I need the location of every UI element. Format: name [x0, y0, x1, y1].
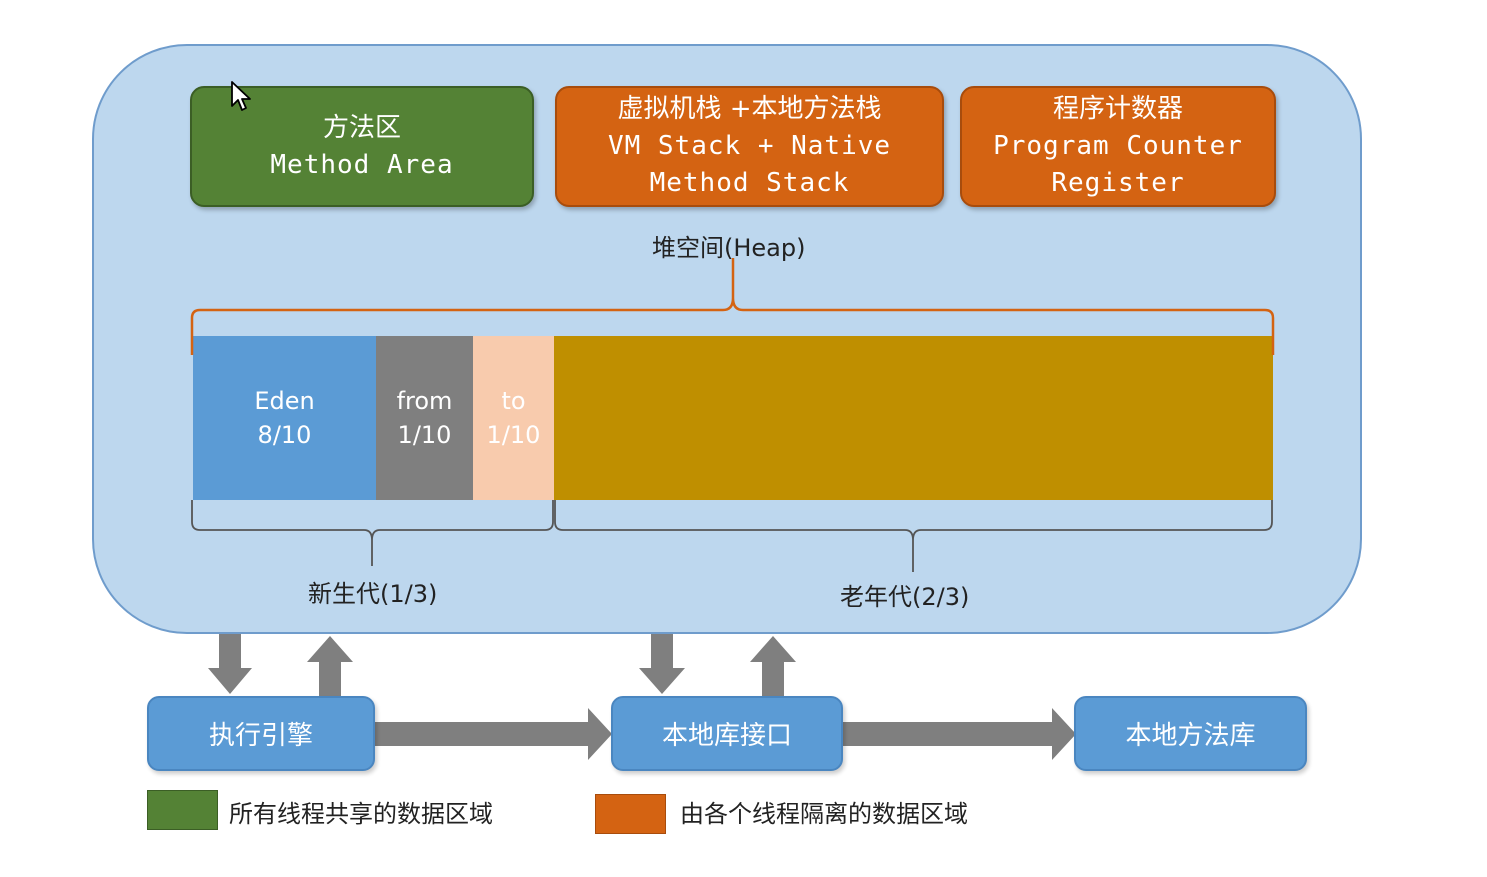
vm-stack-subtitle-2: Method Stack	[649, 168, 850, 198]
to-name: to	[501, 387, 526, 415]
from-survivor-space: from 1/10	[376, 336, 473, 500]
interface-down-arrow	[639, 634, 685, 694]
pc-register-subtitle-1: Program Counter	[993, 131, 1243, 161]
old-generation-label: 老年代(2/3)	[840, 583, 970, 611]
mouse-cursor-icon	[231, 81, 251, 111]
eden-ratio: 8/10	[257, 421, 312, 449]
engine-to-interface-arrow	[375, 708, 612, 760]
interface-up-arrow	[750, 636, 796, 696]
vm-stack-box: 虚拟机栈 +本地方法栈 VM Stack + Native Method Sta…	[555, 86, 944, 207]
method-area-subtitle: Method Area	[270, 149, 454, 180]
native-library-box: 本地方法库	[1074, 696, 1307, 771]
vm-stack-title: 虚拟机栈 +本地方法栈	[617, 94, 882, 124]
method-area-title: 方法区	[322, 112, 401, 143]
legend-isolated-swatch	[595, 794, 666, 834]
vm-stack-subtitle-1: VM Stack + Native	[607, 131, 892, 161]
from-name: from	[396, 387, 453, 415]
pc-register-title: 程序计数器	[1052, 94, 1183, 124]
from-ratio: 1/10	[397, 421, 452, 449]
to-survivor-space: to 1/10	[473, 336, 554, 500]
old-generation-space	[554, 336, 1273, 500]
engine-up-arrow	[307, 636, 353, 696]
engine-down-arrow	[208, 634, 252, 694]
interface-to-library-arrow	[843, 708, 1076, 760]
heap-label: 堆空间(Heap)	[652, 234, 806, 262]
legend-isolated-label: 由各个线程隔离的数据区域	[680, 800, 968, 828]
execution-engine-label: 执行引擎	[208, 721, 313, 751]
to-ratio: 1/10	[486, 421, 541, 449]
legend-shared-label: 所有线程共享的数据区域	[229, 800, 493, 828]
native-interface-label: 本地库接口	[661, 721, 792, 751]
legend-shared-swatch	[147, 790, 218, 830]
execution-engine-box: 执行引擎	[147, 696, 375, 771]
pc-register-subtitle-2: Register	[1051, 168, 1185, 198]
eden-name: Eden	[254, 387, 315, 415]
method-area-box: 方法区 Method Area	[190, 86, 534, 207]
native-interface-box: 本地库接口	[611, 696, 843, 771]
eden-space: Eden 8/10	[193, 336, 376, 500]
young-generation-label: 新生代(1/3)	[308, 580, 438, 608]
native-library-label: 本地方法库	[1125, 721, 1256, 751]
pc-register-box: 程序计数器 Program Counter Register	[960, 86, 1276, 207]
